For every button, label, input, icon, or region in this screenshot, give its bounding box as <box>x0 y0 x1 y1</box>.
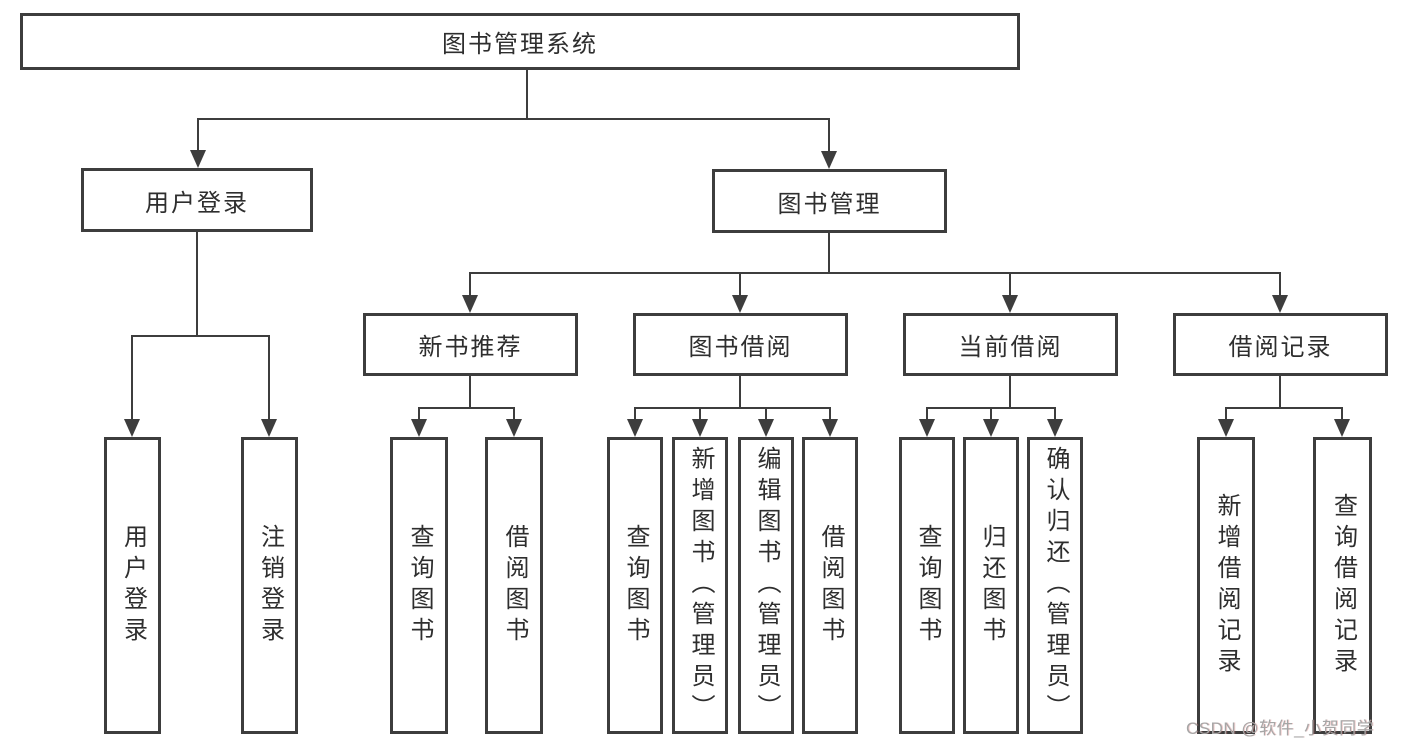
connector-newbooks-drop-2 <box>513 407 515 421</box>
arrow-down-icon <box>1002 295 1018 313</box>
arrow-down-icon <box>822 419 838 437</box>
connector-login-hline <box>131 335 270 337</box>
connector-newbooks-drop-1 <box>418 407 420 421</box>
connector-records-stem <box>1279 376 1281 409</box>
connector-level3-drop-2 <box>739 272 741 298</box>
arrow-down-icon <box>983 419 999 437</box>
connector-borrowing-drop-2 <box>699 407 701 421</box>
leaf-query-books-1: 查询图书 <box>390 437 448 734</box>
connector-level3-drop-4 <box>1279 272 1281 298</box>
node-new-book-recommend: 新书推荐 <box>363 313 578 376</box>
arrow-down-icon <box>919 419 935 437</box>
connector-level3-hline <box>469 272 1281 274</box>
connector-records-drop-1 <box>1225 407 1227 421</box>
arrow-down-icon <box>1218 419 1234 437</box>
arrow-down-icon <box>462 295 478 313</box>
connector-borrowing-drop-3 <box>765 407 767 421</box>
arrow-down-icon <box>411 419 427 437</box>
leaf-query-books-3: 查询图书 <box>899 437 955 734</box>
connector-borrowing-hline <box>634 407 831 409</box>
arrow-down-icon <box>1272 295 1288 313</box>
arrow-down-icon <box>821 151 837 169</box>
arrow-down-icon <box>627 419 643 437</box>
connector-records-drop-2 <box>1341 407 1343 421</box>
leaf-query-borrow-record: 查询借阅记录 <box>1313 437 1372 734</box>
connector-newbooks-hline <box>418 407 515 409</box>
arrow-down-icon <box>1334 419 1350 437</box>
leaf-add-book-admin: 新增图书（管理员） <box>672 437 728 734</box>
leaf-borrow-books-1: 借阅图书 <box>485 437 543 734</box>
connector-records-hline <box>1225 407 1343 409</box>
connector-root-stem <box>526 70 528 118</box>
connector-newbooks-stem <box>469 376 471 409</box>
connector-level2-hline <box>197 118 830 120</box>
csdn-watermark: CSDN @软件_小贺同学 <box>1186 719 1375 738</box>
connector-login-drop-2 <box>268 335 270 420</box>
arrow-down-icon <box>190 150 206 168</box>
leaf-add-borrow-record: 新增借阅记录 <box>1197 437 1255 734</box>
connector-borrowing-drop-1 <box>634 407 636 421</box>
connector-borrowing-stem <box>739 376 741 409</box>
leaf-query-books-2: 查询图书 <box>607 437 663 734</box>
connector-current-drop-3 <box>1054 407 1056 421</box>
arrow-down-icon <box>732 295 748 313</box>
connector-current-drop-1 <box>926 407 928 421</box>
connector-level2-drop-left <box>197 118 199 152</box>
arrow-down-icon <box>758 419 774 437</box>
leaf-edit-book-admin: 编辑图书（管理员） <box>738 437 794 734</box>
node-borrow-records: 借阅记录 <box>1173 313 1388 376</box>
leaf-borrow-books-2: 借阅图书 <box>802 437 858 734</box>
leaf-user-login: 用户登录 <box>104 437 161 734</box>
node-user-login: 用户登录 <box>81 168 313 232</box>
connector-level3-drop-3 <box>1009 272 1011 298</box>
connector-current-stem <box>1009 376 1011 409</box>
arrow-down-icon <box>261 419 277 437</box>
node-current-borrowing: 当前借阅 <box>903 313 1118 376</box>
leaf-confirm-return-admin: 确认归还（管理员） <box>1027 437 1083 734</box>
leaf-logout: 注销登录 <box>241 437 298 734</box>
node-book-management: 图书管理 <box>712 169 947 233</box>
connector-login-drop-1 <box>131 335 133 420</box>
leaf-return-books: 归还图书 <box>963 437 1019 734</box>
connector-mgmt-stem <box>828 233 830 274</box>
arrow-down-icon <box>1047 419 1063 437</box>
connector-level3-drop-1 <box>469 272 471 298</box>
arrow-down-icon <box>506 419 522 437</box>
node-book-borrowing: 图书借阅 <box>633 313 848 376</box>
root-node-library-system: 图书管理系统 <box>20 13 1020 70</box>
connector-login-stem <box>196 232 198 336</box>
connector-borrowing-drop-4 <box>829 407 831 421</box>
arrow-down-icon <box>124 419 140 437</box>
arrow-down-icon <box>692 419 708 437</box>
connector-current-drop-2 <box>990 407 992 421</box>
connector-level2-drop-right <box>828 118 830 153</box>
